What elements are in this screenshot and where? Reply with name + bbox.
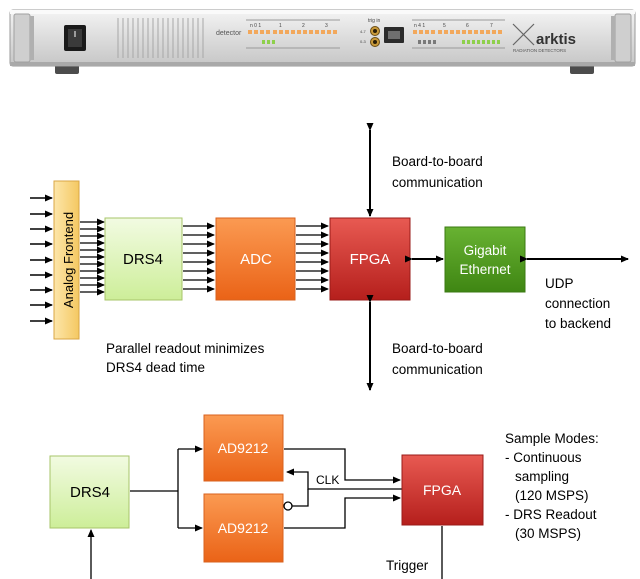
drs4-label: DRS4 [123, 251, 163, 268]
clk-label: CLK [316, 473, 339, 487]
analog-frontend-block [53, 180, 80, 340]
board-bottom-line-2: communication [392, 362, 483, 377]
modes-line-1: Sample Modes: [505, 431, 599, 446]
board-top-line-2: communication [392, 175, 483, 190]
drs4-label-lower: DRS4 [70, 484, 110, 501]
adc-label: ADC [240, 251, 272, 268]
modes-line-3: sampling [515, 469, 569, 484]
gigabit-label-line-2: Ethernet [459, 262, 510, 277]
group-label-right-0: n 4 1 [414, 23, 425, 29]
arktis-logo: arktis RADIATION DETECTORS [512, 23, 576, 53]
udp-line-1: UDP [545, 276, 574, 291]
group-label-right-1: 5 [443, 23, 446, 29]
gigabit-label-line-1: Gigabit [464, 243, 507, 258]
modes-line-2: - Continuous [505, 450, 582, 465]
ad9212-bottom-label: AD9212 [218, 520, 269, 536]
trigger-label: Trigger [386, 558, 429, 573]
port-label-0: 4-7 [360, 29, 367, 34]
bus-adc-to-fpga [296, 222, 329, 293]
ad9212-top-label: AD9212 [218, 440, 269, 456]
bus-frontend-to-drs4 [80, 218, 105, 296]
ad9212-bottom-block [203, 493, 284, 563]
vent-grille [117, 18, 204, 58]
group-label-left-0: n 0 1 [250, 23, 261, 29]
connector-group-left: n 0 1 1 2 3 [246, 19, 340, 49]
brand-subtitle: RADIATION DETECTORS [513, 48, 566, 53]
device-image: detector n 0 1 1 2 3 trig in 4-7 0-3 [9, 9, 636, 74]
clk-to-ad-bottom-line [292, 489, 309, 507]
port-label-1: 0-3 [360, 39, 367, 44]
input-arrows [30, 194, 53, 325]
gigabit-ethernet-block [444, 226, 526, 293]
modes-line-6: (30 MSPS) [515, 526, 581, 541]
adc-block [215, 217, 296, 301]
ad-top-to-fpga-arrow [284, 448, 401, 484]
connector-group-right: n 4 1 5 6 7 [412, 19, 505, 49]
clk-inverter-bubble [283, 501, 293, 511]
drs4-block [104, 217, 183, 301]
modes-line-5: - DRS Readout [505, 507, 597, 522]
group-label-right-3: 7 [490, 23, 493, 29]
udp-line-3: to backend [545, 316, 611, 331]
drs4-block-lower [49, 455, 130, 529]
trig-in-label: trig in [368, 18, 380, 24]
fpga-label-lower: FPGA [423, 482, 462, 498]
group-label-right-2: 6 [466, 23, 469, 29]
analog-frontend-label: Analog Frontend [61, 212, 76, 308]
sampling-diagram: DRS4 AD9212 AD9212 CLK FPGA Trigger Samp… [49, 414, 599, 579]
board-top-line-1: Board-to-board [392, 154, 483, 169]
group-label-left-1: 1 [279, 23, 282, 29]
parallel-note-line-2: DRS4 dead time [106, 360, 205, 375]
bus-drs4-to-adc [183, 222, 215, 293]
clk-to-ad-top-arrow [286, 468, 402, 490]
ad9212-top-block [203, 414, 284, 482]
parallel-note-line-1: Parallel readout minimizes [106, 341, 265, 356]
board-bottom-line-1: Board-to-board [392, 341, 483, 356]
ad-bottom-to-fpga-arrow [284, 494, 401, 529]
detector-label: detector [216, 30, 242, 37]
udp-line-2: connection [545, 296, 610, 311]
modes-line-4: (120 MSPS) [515, 488, 589, 503]
readout-diagram: Analog Frontend DRS4 ADC [30, 123, 629, 391]
group-label-left-3: 3 [325, 23, 328, 29]
fpga-block-lower [401, 454, 484, 526]
brand-name: arktis [536, 31, 576, 48]
group-label-left-2: 2 [302, 23, 305, 29]
fpga-label: FPGA [350, 251, 391, 268]
